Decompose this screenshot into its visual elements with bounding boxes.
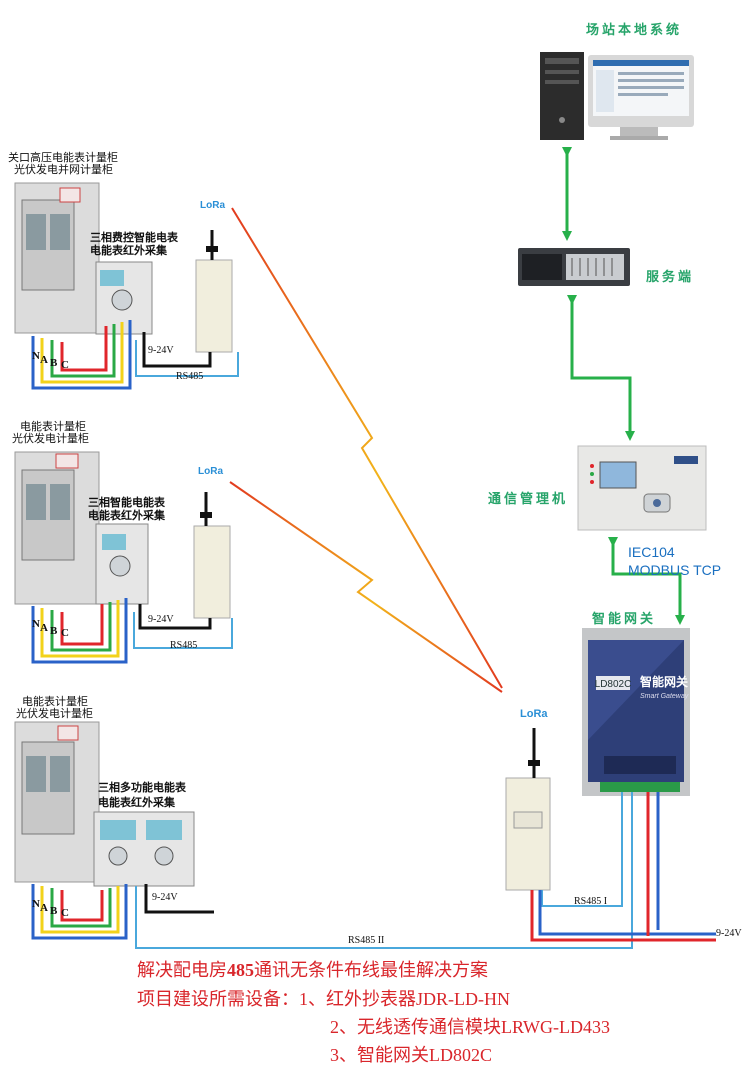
- cabinet-1-title-1: 关口高压电能表计量柜: [8, 151, 118, 164]
- protocol-modbus: MODBUS TCP: [628, 562, 722, 578]
- server-label: 服务端: [646, 270, 695, 285]
- phase-wiring-1: [31, 320, 239, 390]
- note-line-2: 项目建设所需设备：1、红外抄表器JDR-LD-HN: [137, 989, 510, 1009]
- gateway-voltage-label: 9-24V: [716, 928, 742, 939]
- note-line-1-post: 通讯无条件布线最佳解决方案: [254, 960, 488, 980]
- communication-manager: [577, 445, 707, 531]
- server-unit: [518, 248, 630, 286]
- rs485-1-label: RS485 I: [574, 896, 608, 907]
- cabinet-2: [14, 451, 231, 619]
- rs485-2-label: RS485 II: [348, 935, 385, 946]
- rs485-bus: [135, 792, 716, 949]
- lora-wireless-links: [229, 207, 503, 693]
- cabinet-3-title-1: 电能表计量柜: [22, 695, 88, 708]
- note-line-4: 3、智能网关LD802C: [330, 1045, 492, 1065]
- cabinet-2-title-1: 电能表计量柜: [20, 420, 86, 433]
- cabinet-1-voltage: 9-24V: [148, 345, 174, 356]
- phase-n-1: N: [32, 350, 40, 362]
- phase-a-1: A: [40, 354, 48, 366]
- cabinet-3-voltage: 9-24V: [152, 892, 178, 903]
- cabinet-1-meter-1: 三相费控智能电表: [90, 231, 178, 244]
- cabinet-1-bus: RS485: [176, 371, 204, 382]
- phase-wiring-2: [31, 598, 233, 664]
- cabinet-3-title-2: 光伏发电计量柜: [16, 707, 93, 720]
- receiver-lora-icon: LoRa: [520, 708, 548, 720]
- lora-receiver-module: [505, 728, 551, 891]
- cabinet-2-lora-icon: LoRa: [198, 466, 223, 477]
- phase-b-2: B: [50, 625, 58, 637]
- comm-arrows: [562, 147, 685, 625]
- cabinet-3-meter-1: 三相多功能电能表: [98, 781, 186, 794]
- cabinet-2-voltage: 9-24V: [148, 614, 174, 625]
- smart-gateway-device: LD802C 智能网关 Smart Gateway: [582, 628, 690, 796]
- phase-b-1: B: [50, 357, 58, 369]
- note-line-3: 2、无线透传通信模块LRWG-LD433: [330, 1017, 610, 1037]
- manager-label: 通信管理机: [488, 492, 569, 507]
- note-line-1-pre: 解决配电房: [137, 960, 227, 980]
- gateway-name-cn: 智能网关: [639, 674, 688, 689]
- gateway-model: LD802C: [595, 679, 632, 690]
- phase-wiring-3: [31, 884, 214, 940]
- note-line-1-bold: 485: [227, 960, 254, 980]
- cabinet-3-meter-2: 电能表红外采集: [98, 796, 175, 809]
- phase-a-2: A: [40, 622, 48, 634]
- cabinet-2-meter-1: 三相智能电能表: [88, 496, 165, 509]
- cabinet-1-title-2: 光伏发电并网计量柜: [14, 163, 113, 176]
- protocol-iec104: IEC104: [628, 544, 675, 560]
- phase-c-1: C: [61, 359, 69, 371]
- cabinet-2-title-2: 光伏发电计量柜: [12, 432, 89, 445]
- phase-b-3: B: [50, 905, 58, 917]
- cabinet-1: [14, 182, 233, 353]
- phase-n-3: N: [32, 898, 40, 910]
- cabinet-2-meter-2: 电能表红外采集: [88, 509, 165, 522]
- note-line-1: 解决配电房485通讯无条件布线最佳解决方案: [137, 956, 488, 982]
- phase-a-3: A: [40, 902, 48, 914]
- cabinet-3: [14, 721, 195, 887]
- cabinet-1-meter-2: 电能表红外采集: [90, 244, 167, 257]
- pc-workstation: [540, 52, 694, 140]
- gateway-name-en: Smart Gateway: [640, 693, 689, 700]
- phase-c-2: C: [61, 627, 69, 639]
- cabinet-1-lora-icon: LoRa: [200, 200, 225, 211]
- cabinet-2-bus: RS485: [170, 640, 198, 651]
- system-label: 场站本地系统: [586, 23, 683, 38]
- phase-c-3: C: [61, 907, 69, 919]
- gateway-label: 智能网关: [592, 612, 657, 627]
- phase-n-2: N: [32, 618, 40, 630]
